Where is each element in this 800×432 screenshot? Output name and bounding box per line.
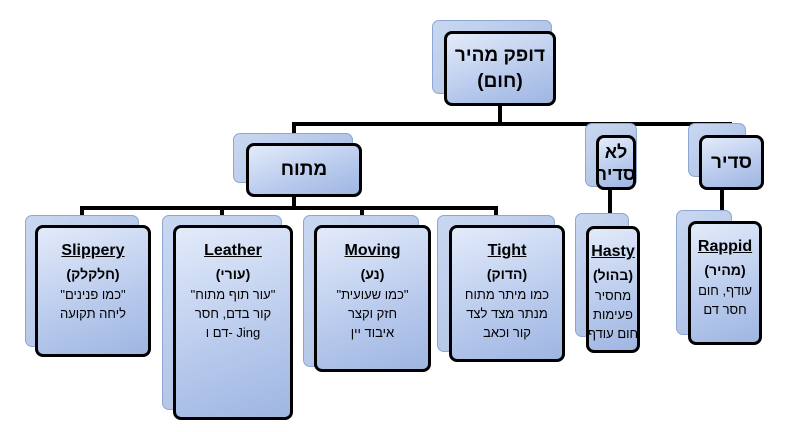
leather-hebrew-name: (עורי): [215, 266, 251, 282]
moving-line-2: חזק וקצר: [347, 306, 398, 321]
rappid-title: Rappid: [697, 238, 753, 255]
irregular-node: לא סדיר: [596, 135, 636, 190]
slippery-hebrew-name: (חלקלק): [66, 266, 120, 282]
moving-title: Moving: [344, 242, 401, 259]
root-subtitle: (חום): [477, 70, 523, 92]
leather-line-3: דם ו- Jing: [205, 325, 261, 340]
regular-node: סדיר: [699, 135, 764, 190]
tight-hebrew-name: (הדוק): [486, 266, 528, 282]
root-node: דופק מהיר (חום): [444, 31, 556, 106]
tight-title: Tight: [487, 242, 527, 259]
leather-line-2: קור בדם, חסר: [194, 306, 272, 321]
tense-node: מתוח: [246, 143, 362, 197]
regular-label: סדיר: [710, 151, 752, 173]
hasty-card: Hasty (בהול) מחסיר פעימות חום עודף: [586, 226, 640, 353]
rappid-hebrew-name: (מהיר): [704, 262, 746, 278]
tense-label: מתוח: [280, 159, 328, 180]
hasty-line-2: פעימות: [593, 307, 633, 322]
rappid-line-1: עודף, חום: [698, 283, 752, 298]
slippery-title: Slippery: [61, 242, 125, 259]
slippery-line-1: "כמו פנינים": [60, 287, 126, 302]
tight-card: Tight (הדוק) כמו מיתר מתוח מנתר מצד לצד …: [449, 225, 565, 362]
moving-line-1: "כמו שעועית": [336, 287, 409, 302]
leather-line-1: "עור תוף מתוח": [190, 287, 276, 302]
rappid-line-2: חסר דם: [703, 302, 747, 317]
leather-title: Leather: [204, 242, 262, 259]
moving-card: Moving (נע) "כמו שעועית" חזק וקצר איבוד …: [314, 225, 431, 372]
moving-hebrew-name: (נע): [360, 266, 385, 282]
slippery-line-2: ליחה תקועה: [60, 306, 126, 321]
irregular-label-line2: סדיר: [596, 163, 636, 184]
slippery-card: Slippery (חלקלק) "כמו פנינים" ליחה תקועה: [35, 225, 151, 357]
hasty-line-3: חום עודף: [587, 326, 639, 341]
tight-line-3: קור וכאב: [483, 325, 531, 340]
root-title: דופק מהיר: [454, 44, 546, 66]
hasty-hebrew-name: (בהול): [593, 267, 633, 283]
tight-line-2: מנתר מצד לצד: [466, 306, 548, 321]
irregular-label-line1: לא: [604, 141, 628, 162]
rappid-card: Rappid (מהיר) עודף, חום חסר דם: [688, 221, 762, 345]
hasty-title: Hasty: [591, 243, 635, 260]
tight-line-1: כמו מיתר מתוח: [464, 287, 550, 302]
leather-card: Leather (עורי) "עור תוף מתוח" קור בדם, ח…: [173, 225, 293, 420]
moving-line-3: איבוד יין: [350, 325, 395, 340]
hasty-line-1: מחסיר: [594, 288, 632, 303]
